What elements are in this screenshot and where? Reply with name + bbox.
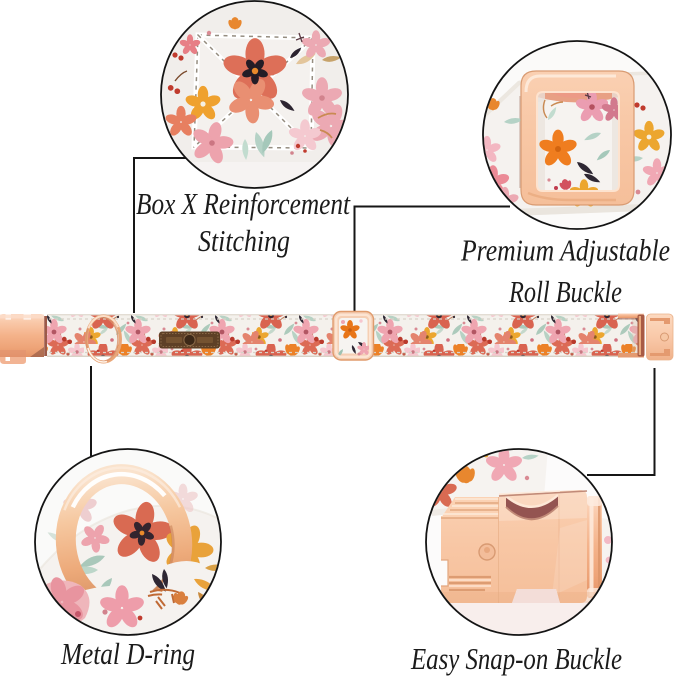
svg-text:Roll Buckle: Roll Buckle xyxy=(508,274,622,309)
svg-text:Easy Snap-on Buckle: Easy Snap-on Buckle xyxy=(410,641,622,676)
svg-text:Premium Adjustable: Premium Adjustable xyxy=(460,233,670,268)
svg-text:Metal D-ring: Metal D-ring xyxy=(60,636,195,671)
svg-text:Box X Reinforcement: Box X Reinforcement xyxy=(136,186,351,221)
svg-text:Stitching: Stitching xyxy=(198,223,290,258)
